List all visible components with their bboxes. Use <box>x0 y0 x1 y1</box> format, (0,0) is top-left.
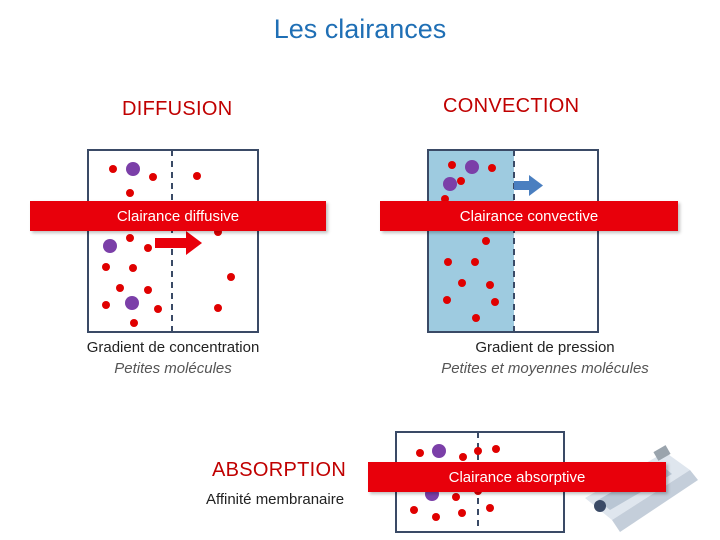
small-molecule <box>432 513 440 521</box>
small-molecule <box>471 258 479 266</box>
small-molecule <box>492 445 500 453</box>
large-molecule <box>432 444 446 458</box>
small-molecule <box>457 177 465 185</box>
convection-arrow-shaft <box>514 181 530 190</box>
small-molecule <box>448 161 456 169</box>
convection-panel <box>427 149 599 333</box>
small-molecule <box>116 284 124 292</box>
small-molecule <box>486 504 494 512</box>
small-molecule <box>149 173 157 181</box>
diffusion-panel <box>87 149 259 333</box>
small-molecule <box>126 189 134 197</box>
small-molecule <box>129 264 137 272</box>
small-molecule <box>102 301 110 309</box>
small-molecule <box>486 281 494 289</box>
diffusion-clearance-banner: Clairance diffusive <box>30 201 326 231</box>
small-molecule <box>459 453 467 461</box>
large-molecule <box>103 239 117 253</box>
large-molecule <box>126 162 140 176</box>
absorption-clearance-banner: Clairance absorptive <box>368 462 666 492</box>
small-molecule <box>144 286 152 294</box>
small-molecule <box>126 234 134 242</box>
small-molecule <box>491 298 499 306</box>
small-molecule <box>214 304 222 312</box>
small-molecule <box>154 305 162 313</box>
small-molecule <box>443 296 451 304</box>
absorption-heading: ABSORPTION <box>212 459 347 481</box>
diffusion-caption: Gradient de concentration <box>86 339 260 356</box>
large-molecule <box>125 296 139 310</box>
large-molecule <box>443 177 457 191</box>
small-molecule <box>130 319 138 327</box>
large-molecule <box>465 160 479 174</box>
small-molecule <box>488 164 496 172</box>
small-molecule <box>482 237 490 245</box>
diffusion-subcaption: Petites molécules <box>114 360 232 377</box>
small-molecule <box>444 258 452 266</box>
small-molecule <box>109 165 117 173</box>
diffusion-arrow-shaft <box>155 238 187 248</box>
small-molecule <box>458 279 466 287</box>
small-molecule <box>416 449 424 457</box>
page-title: Les clairances <box>273 14 447 44</box>
convection-clearance-banner: Clairance convective <box>380 201 678 231</box>
small-molecule <box>410 506 418 514</box>
small-molecule <box>144 244 152 252</box>
convection-arrow-head <box>529 175 543 196</box>
small-molecule <box>474 447 482 455</box>
diffusion-heading: DIFFUSION <box>122 98 233 120</box>
small-molecule <box>452 493 460 501</box>
small-molecule <box>472 314 480 322</box>
convection-caption: Gradient de pression <box>475 339 615 356</box>
convection-heading: CONVECTION <box>443 95 580 117</box>
convection-subcaption: Petites et moyennes molécules <box>441 360 649 377</box>
small-molecule <box>227 273 235 281</box>
small-molecule <box>193 172 201 180</box>
absorption-caption: Affinité membranaire <box>205 491 345 508</box>
diffusion-arrow-head <box>186 231 202 255</box>
small-molecule <box>102 263 110 271</box>
small-molecule <box>458 509 466 517</box>
convection-fill <box>428 150 514 332</box>
